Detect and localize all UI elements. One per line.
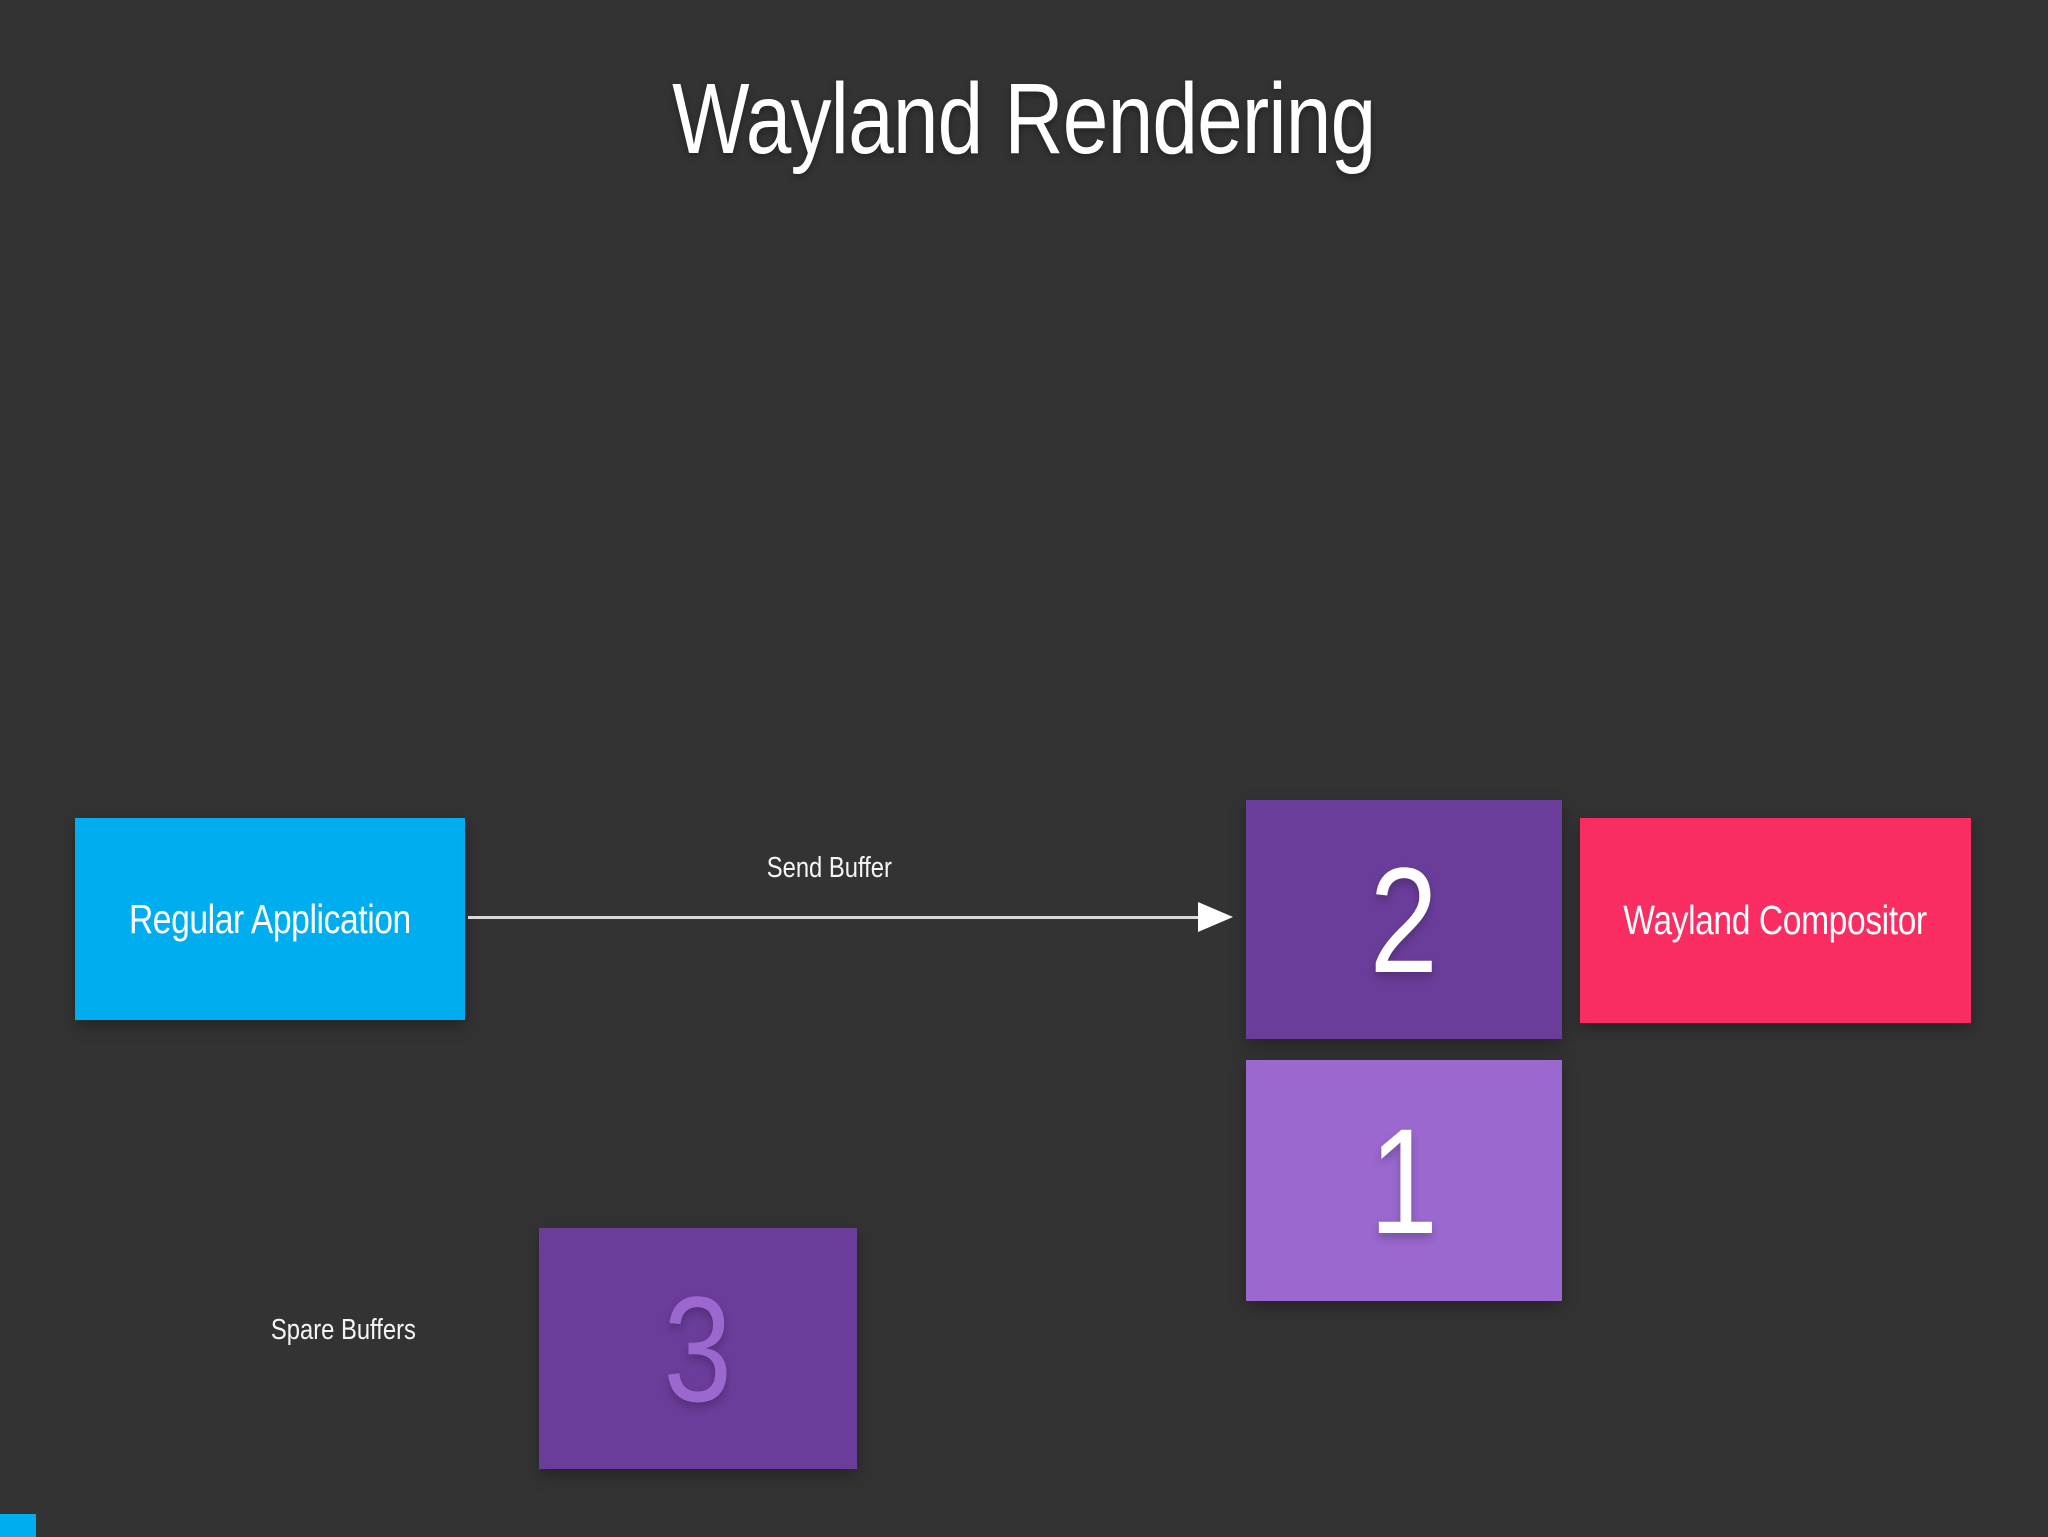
node-wayland-compositor: Wayland Compositor bbox=[1580, 818, 1971, 1023]
spare-buffers-label-text: Spare Buffers bbox=[270, 1314, 416, 1346]
wayland-compositor-label: Wayland Compositor bbox=[1623, 897, 1928, 943]
regular-application-label: Regular Application bbox=[129, 895, 411, 942]
slide-title-text: Wayland Rendering bbox=[672, 63, 1376, 175]
node-buffer-1: 1 bbox=[1246, 1060, 1562, 1301]
spare-buffers-label: Spare Buffers bbox=[143, 1314, 543, 1347]
node-regular-application: Regular Application bbox=[75, 818, 465, 1020]
buffer-2-number: 2 bbox=[1369, 835, 1439, 1004]
buffer-1-number: 1 bbox=[1369, 1096, 1439, 1265]
progress-bar bbox=[0, 1514, 36, 1537]
send-buffer-arrowhead-icon bbox=[1198, 902, 1233, 932]
slide-title: Wayland Rendering bbox=[0, 62, 2048, 177]
buffer-3-number: 3 bbox=[663, 1264, 733, 1433]
node-buffer-2: 2 bbox=[1246, 800, 1562, 1039]
node-buffer-3: 3 bbox=[539, 1228, 857, 1469]
send-buffer-arrow-line bbox=[468, 916, 1201, 919]
send-buffer-label: Send Buffer bbox=[629, 852, 1029, 885]
send-buffer-label-text: Send Buffer bbox=[766, 852, 892, 884]
